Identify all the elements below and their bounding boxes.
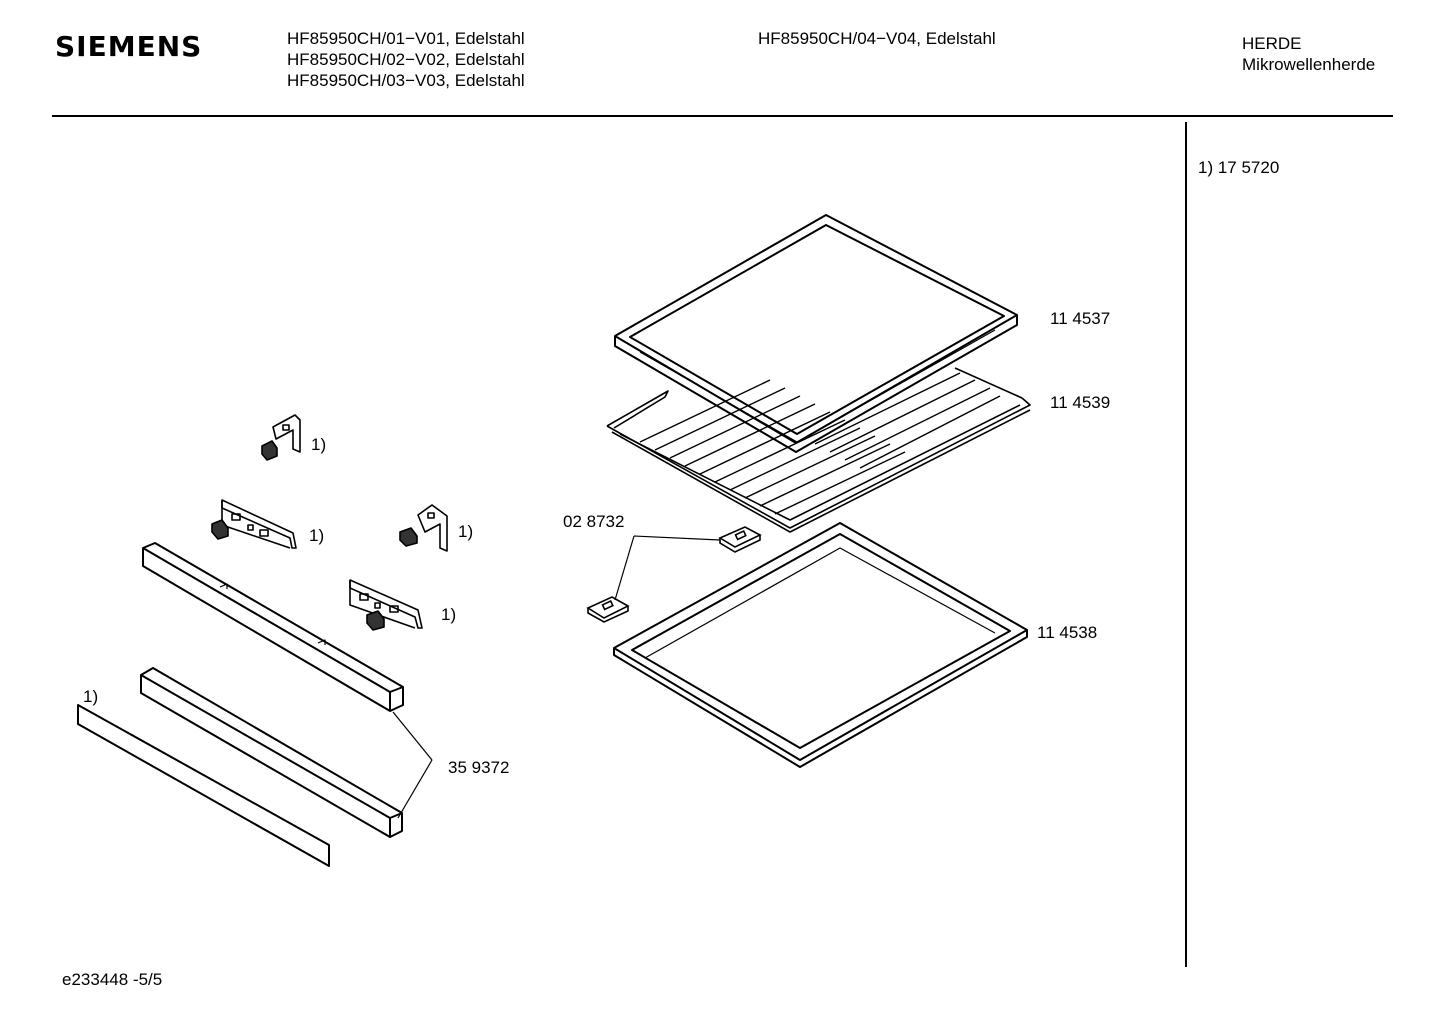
brand-logo: SIEMENS bbox=[55, 30, 203, 63]
part-number-grill-rack: 11 4539 bbox=[1050, 393, 1111, 412]
note-ref-strip: 1) bbox=[83, 687, 99, 706]
part-number-baking-tray: 11 4537 bbox=[1050, 309, 1111, 328]
clip-illustrations bbox=[586, 526, 762, 623]
model-list-secondary: HF85950CH/04−V04, Edelstahl bbox=[758, 28, 996, 49]
model-line: HF85950CH/01−V01, Edelstahl bbox=[287, 29, 525, 48]
part-number-deep-tray: 11 4538 bbox=[1037, 623, 1098, 642]
rail-bracket-illustrations bbox=[211, 414, 448, 631]
model-line: HF85950CH/02−V02, Edelstahl bbox=[287, 50, 525, 69]
note-ref-bracket-3: 1) bbox=[458, 522, 474, 541]
category-block: HERDE Mikrowellenherde bbox=[1242, 33, 1375, 75]
part-number-trim-strip: 35 9372 bbox=[448, 758, 510, 777]
model-line: HF85950CH/04−V04, Edelstahl bbox=[758, 29, 996, 48]
grill-rack-illustration bbox=[606, 367, 1031, 533]
category-title: HERDE bbox=[1242, 34, 1302, 53]
note-ref-bracket-2: 1) bbox=[309, 526, 325, 545]
model-list-primary: HF85950CH/01−V01, Edelstahl HF85950CH/02… bbox=[287, 28, 525, 91]
note-ref-bracket-1: 1) bbox=[311, 435, 327, 454]
document-id: e233448 -5/5 bbox=[62, 970, 163, 989]
deep-tray-illustration bbox=[613, 522, 1028, 768]
model-line: HF85950CH/03−V03, Edelstahl bbox=[287, 71, 525, 90]
category-subtitle: Mikrowellenherde bbox=[1242, 55, 1376, 74]
grill-bars bbox=[639, 372, 1001, 515]
sidebar-note: 1) 17 5720 bbox=[1198, 158, 1280, 177]
part-number-clip: 02 8732 bbox=[563, 512, 625, 531]
baking-tray-illustration bbox=[614, 214, 1018, 453]
note-ref-bracket-4: 1) bbox=[441, 605, 457, 624]
trim-strip-illustrations bbox=[77, 542, 433, 867]
